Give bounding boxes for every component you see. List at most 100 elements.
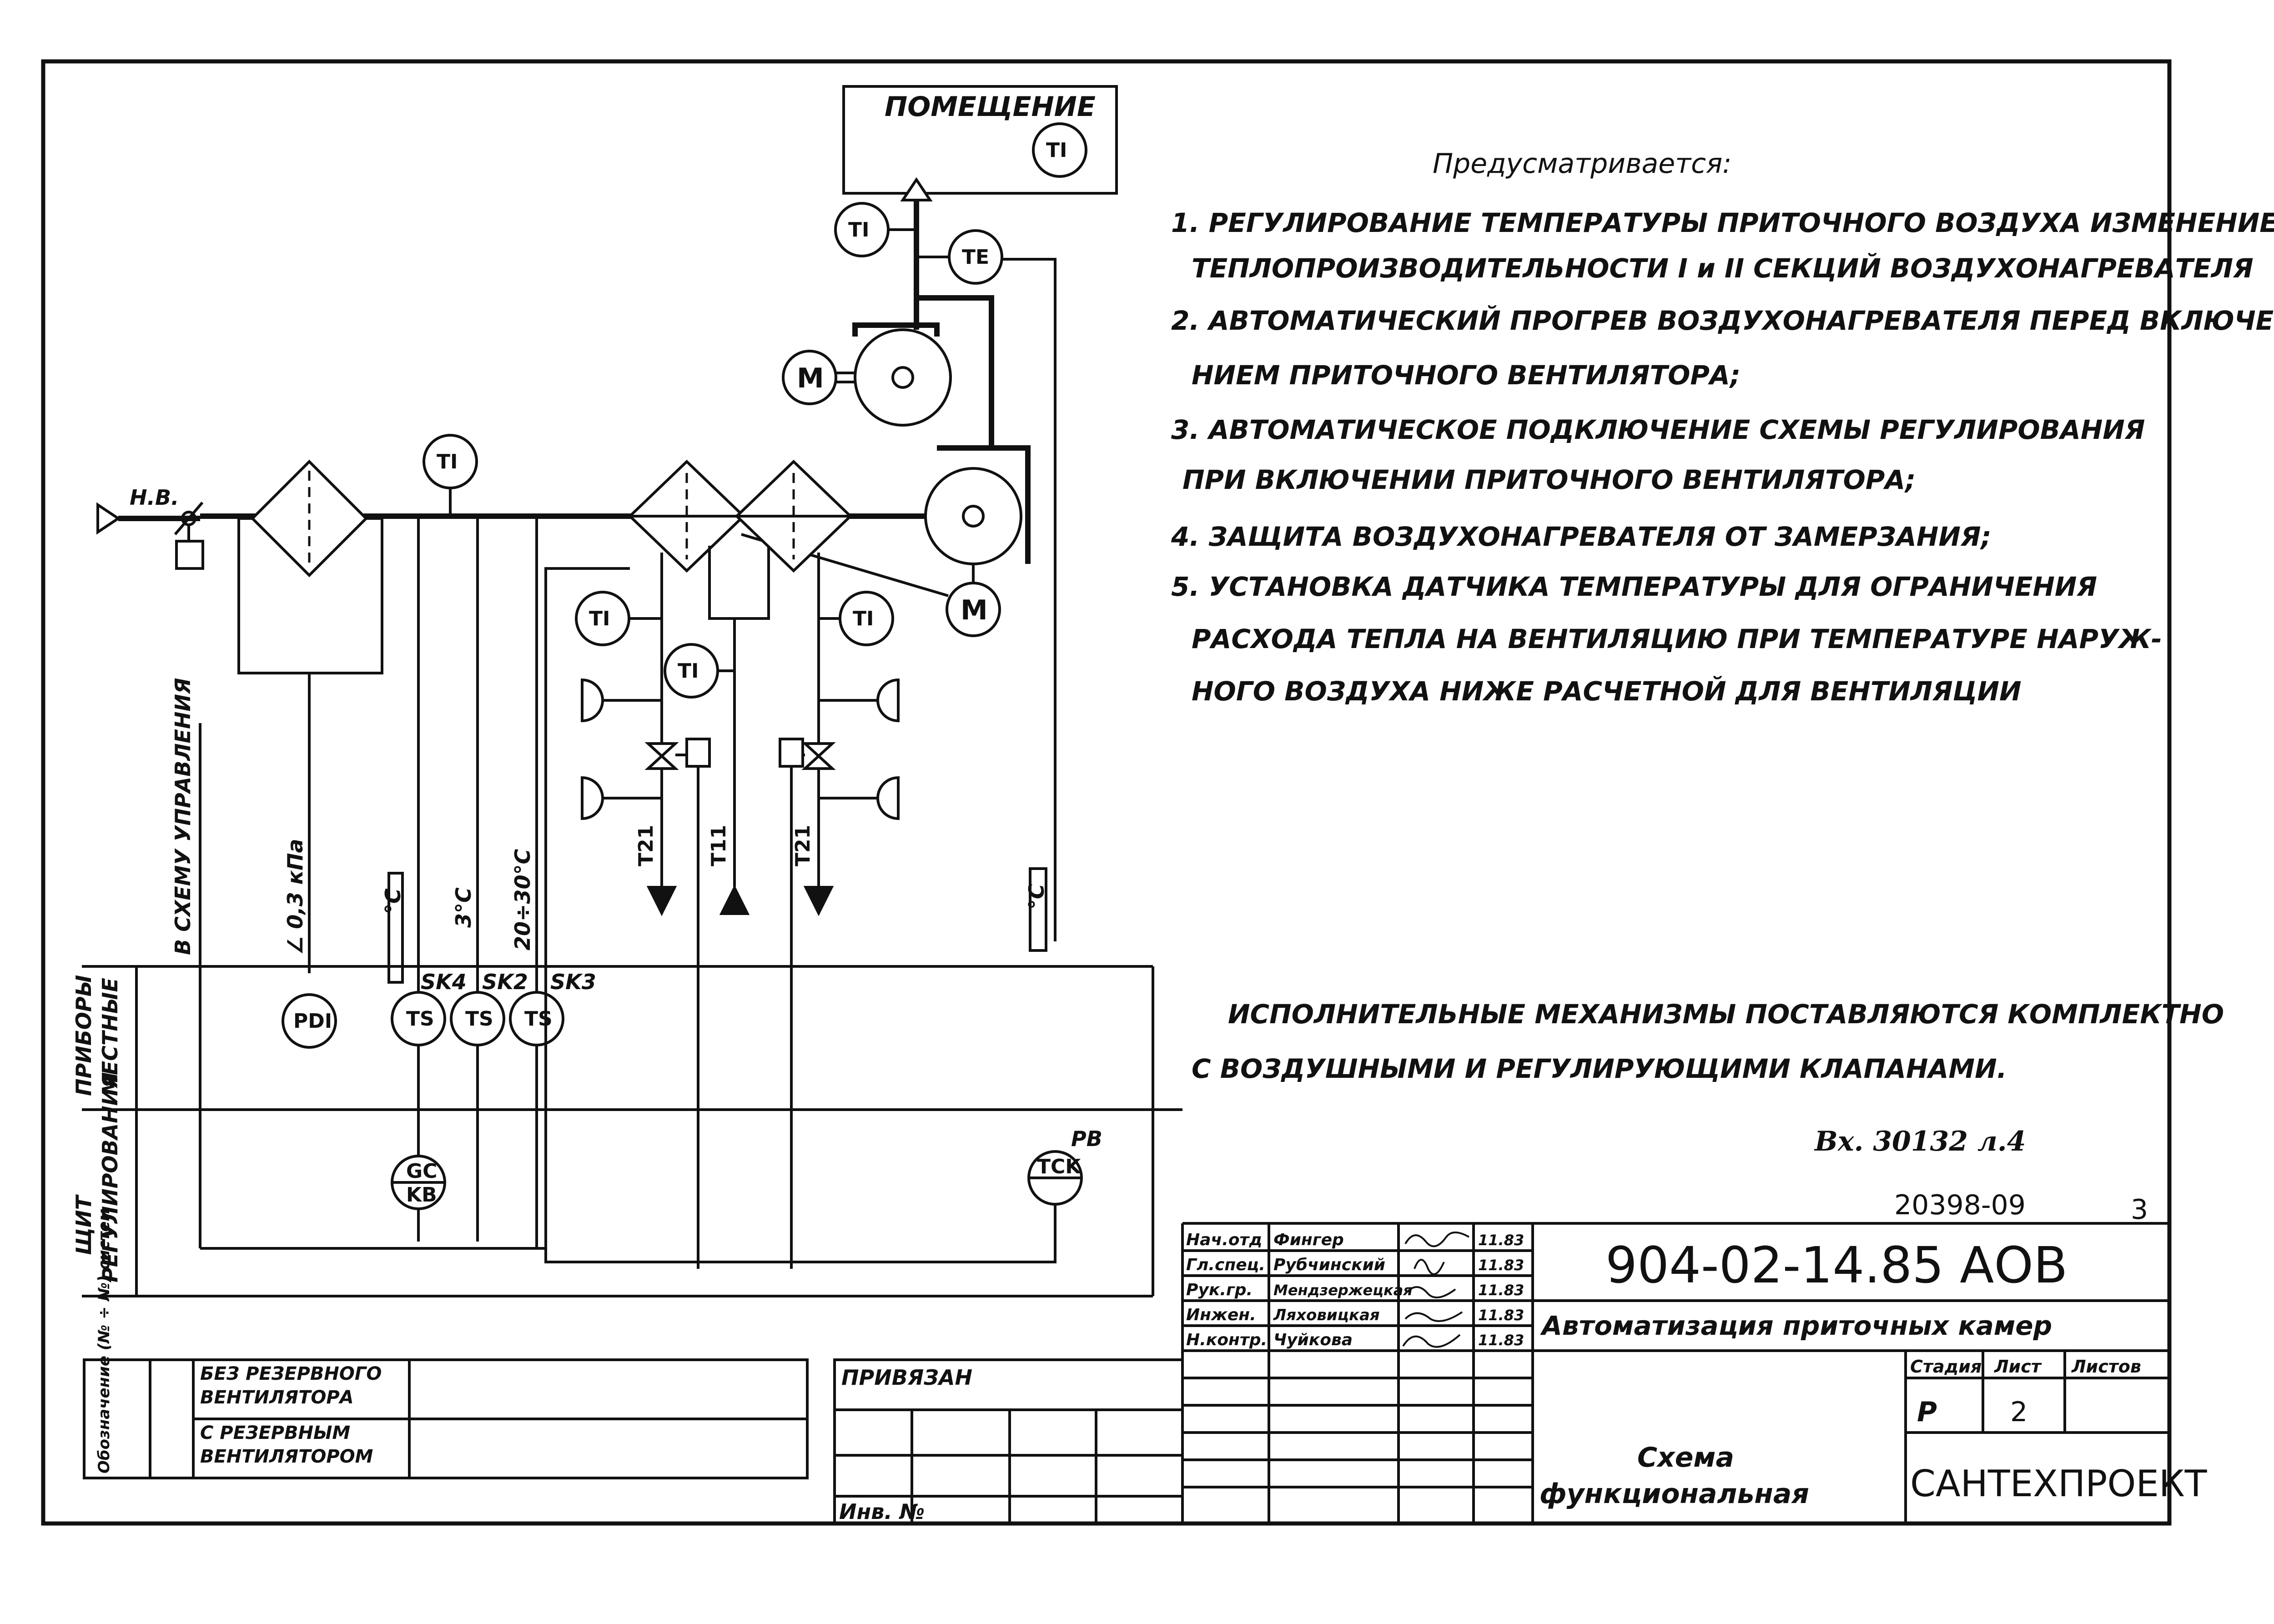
actuators-note-2: С ВОЗДУШНЫМИ И РЕГУЛИРУЮЩИМИ КЛАПАНАМИ. <box>1192 1053 2007 1084</box>
svg-text:Гл.спец.: Гл.спец. <box>1186 1256 1265 1274</box>
row-local-2: МЕСТНЫЕ <box>98 978 122 1096</box>
ti-right-tag: TI <box>853 607 874 630</box>
svg-text:Рук.гр.: Рук.гр. <box>1186 1281 1253 1299</box>
signature-scribbles <box>1402 1232 1469 1348</box>
svg-text:Фингер: Фингер <box>1273 1231 1344 1249</box>
ts-sk2-tag: TS <box>465 1007 493 1031</box>
svg-text:Нач.отд: Нач.отд <box>1186 1231 1262 1249</box>
setpoint-limit: °С <box>1024 884 1049 910</box>
sheet-corner: 3 <box>2131 1194 2148 1226</box>
svg-text:Мендзержецкая: Мендзержецкая <box>1273 1282 1413 1299</box>
tag-t11: T11 <box>707 825 730 866</box>
motor-upper-circle <box>782 350 837 405</box>
note-line-1: 1. РЕГУЛИРОВАНИЕ ТЕМПЕРАТУРЫ ПРИТОЧНОГО … <box>1171 207 2274 238</box>
pdi-circle <box>282 993 337 1049</box>
ts-sk4-tag: TS <box>406 1007 434 1031</box>
ti-mid-tag: TI <box>678 659 699 683</box>
actuator-left-top <box>581 678 604 723</box>
svg-text:11.83: 11.83 <box>1478 1332 1524 1349</box>
duct-ti-tag: TI <box>848 218 869 241</box>
room-box <box>842 85 1118 195</box>
to-control-label: В СХЕМУ УПРАВЛЕНИЯ <box>171 678 195 955</box>
return-arrow-left <box>646 886 677 916</box>
note-line-3: 2. АВТОМАТИЧЕСКИЙ ПРОГРЕВ ВОЗДУХОНАГРЕВА… <box>1171 305 2274 336</box>
stage-value: Р <box>1917 1396 1937 1428</box>
outside-air-arrow <box>96 502 121 535</box>
actuators-note-1: ИСПОЛНИТЕЛЬНЫЕ МЕХАНИЗМЫ ПОСТАВЛЯЮТСЯ КО… <box>1228 999 2224 1030</box>
svg-text:Инжен.: Инжен. <box>1186 1306 1256 1324</box>
handwritten-ref: Вх. 30132 л.4 <box>1814 1126 2026 1157</box>
systems-header: Обозначение (№ ÷ №) систем <box>95 1209 113 1473</box>
doc-code: 904-02-14.85 АОВ <box>1605 1236 2068 1294</box>
setpoint-sk3: 20÷30°С <box>510 849 535 950</box>
inv-label: Инв. № <box>839 1499 925 1524</box>
systems-row-1: БЕЗ РЕЗЕРВНОГО ВЕНТИЛЯТОРА <box>200 1363 382 1408</box>
sheets-label: Листов <box>2071 1357 2141 1377</box>
note-line-9: РАСХОДА ТЕПЛА НА ВЕНТИЛЯЦИЮ ПРИ ТЕМПЕРАТ… <box>1192 623 2162 654</box>
ti-filter-tag: TI <box>437 450 458 473</box>
svg-text:Чуйкова: Чуйкова <box>1273 1331 1353 1349</box>
ti-left-tag: TI <box>589 607 610 630</box>
fan-lower <box>924 467 1022 565</box>
ts-sk2-code: SK2 <box>482 970 528 994</box>
fan-upper <box>854 328 952 427</box>
organization: САНТЕХПРОЕКТ <box>1910 1463 2208 1505</box>
valve-right <box>801 742 836 770</box>
ts-sk3-code: SK3 <box>550 970 596 994</box>
ts-sk4-code: SK4 <box>421 970 467 994</box>
outside-air-label: Н.В. <box>130 485 179 510</box>
svg-text:11.83: 11.83 <box>1478 1257 1524 1274</box>
svg-text:11.83: 11.83 <box>1478 1282 1524 1299</box>
tag-t21-right: T21 <box>791 825 815 866</box>
signature-table: Нач.отд Фингер 11.83 Гл.спец. Рубчинский… <box>1186 1231 1524 1349</box>
ts-sk3-tag: TS <box>524 1007 553 1031</box>
note-line-8: 5. УСТАНОВКА ДАТЧИКА ТЕМПЕРАТУРЫ ДЛЯ ОГР… <box>1171 571 2097 602</box>
stage-label: Стадия <box>1910 1357 1982 1377</box>
room-label: ПОМЕЩЕНИЕ <box>885 91 1096 123</box>
kb-tag: KB <box>406 1183 437 1207</box>
setpoint-pdi: ∠ 0,3 кПа <box>283 839 307 955</box>
drawing-name-1: Схема <box>1637 1442 1734 1473</box>
tag-t21-left: T21 <box>634 825 658 866</box>
note-line-6: ПРИ ВКЛЮЧЕНИИ ПРИТОЧНОГО ВЕНТИЛЯТОРА; <box>1182 464 1916 495</box>
systems-row-2: С РЕЗЕРВНЫМ ВЕНТИЛЯТОРОМ <box>200 1423 373 1467</box>
svg-text:Н.контр.: Н.контр. <box>1186 1331 1267 1349</box>
return-arrow-right <box>803 886 834 916</box>
te-tag: TE <box>962 246 989 269</box>
actuator-left-bottom <box>581 776 604 820</box>
motor-upper-tag: M <box>797 362 824 394</box>
te-line-down <box>1002 258 1057 941</box>
actuator-right-top <box>876 678 900 723</box>
supply-arrow-mid <box>719 885 750 915</box>
sheet-label: Лист <box>1994 1357 2042 1377</box>
notes-heading: Предусматривается: <box>1433 148 1731 180</box>
row-panel-2: РЕГУЛИРОВАНИЯ <box>98 1072 122 1282</box>
note-line-10: НОГО ВОЗДУХА НИЖЕ РАСЧЕТНОЙ ДЛЯ ВЕНТИЛЯЦ… <box>1192 675 2022 707</box>
supply-arrow <box>900 177 933 201</box>
actuator-right-bottom <box>876 776 900 820</box>
tck-code: PB <box>1071 1126 1102 1151</box>
setpoint-sk4: °С <box>381 888 405 914</box>
valve-left <box>644 742 679 770</box>
binding-label: ПРИВЯЗАН <box>841 1365 972 1390</box>
row-panel-1: ЩИТ <box>71 1194 96 1255</box>
filter <box>250 459 368 578</box>
svg-text:11.83: 11.83 <box>1478 1232 1524 1249</box>
valve-right-actuator <box>779 738 804 768</box>
sheet-value: 2 <box>2010 1396 2027 1428</box>
svg-text:Ляховицкая: Ляховицкая <box>1273 1306 1380 1324</box>
pdi-tag: PDI <box>293 1010 332 1033</box>
svg-text:11.83: 11.83 <box>1478 1307 1524 1324</box>
intake-damper <box>174 502 204 535</box>
note-line-4: НИЕМ ПРИТОЧНОГО ВЕНТИЛЯТОРА; <box>1192 360 1741 391</box>
room-ti-tag: TI <box>1046 139 1067 162</box>
doc-title: Автоматизация приточных камер <box>1540 1310 2052 1341</box>
motor-lower-tag: M <box>961 594 988 626</box>
valve-left-actuator <box>685 738 711 768</box>
drawing-name-2: функциональная <box>1539 1478 1809 1510</box>
doc-number: 20398-09 <box>1894 1189 2026 1221</box>
setpoint-sk2: 3°С <box>451 887 476 928</box>
note-line-7: 4. ЗАЩИТА ВОЗДУХОНАГРЕВАТЕЛЯ ОТ ЗАМЕРЗАН… <box>1171 521 1992 552</box>
row-local-1: ПРИБОРЫ <box>71 975 96 1096</box>
